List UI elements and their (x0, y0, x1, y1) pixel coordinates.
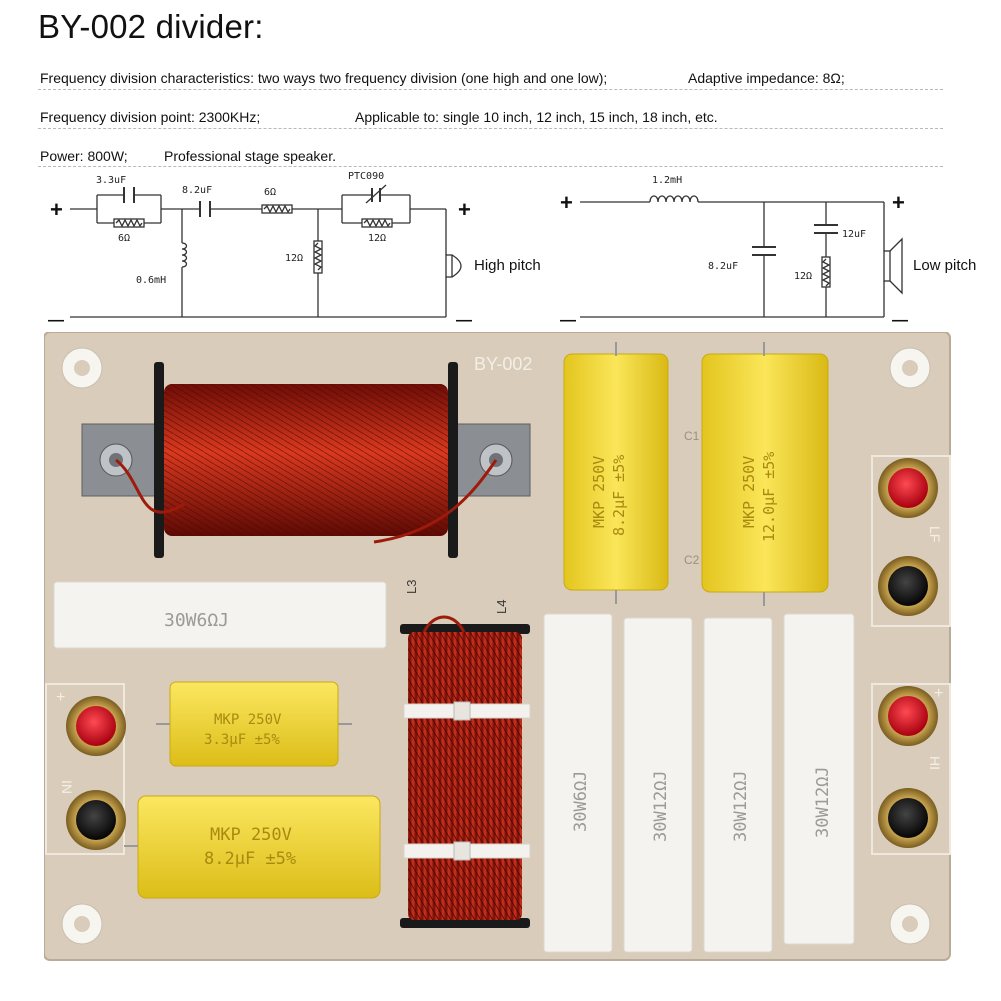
spec-applicable: Applicable to: single 10 inch, 12 inch, … (355, 109, 718, 125)
res-v1-label: 30W6ΩJ (571, 771, 591, 832)
term-lf-label: LF (927, 526, 943, 542)
divider-line (38, 166, 943, 167)
hc-ptc-label: PTC090 (348, 171, 384, 182)
mount-hole (889, 903, 931, 945)
res-top-label: 30W6ΩJ (164, 610, 229, 631)
hc-r3-label: 12Ω (285, 253, 303, 264)
spec-frequency-characteristics: Frequency division characteristics: two … (40, 70, 608, 86)
mount-hole (61, 903, 103, 945)
cap-y2-value: 12.0μF ±5% (760, 452, 778, 542)
input-terminals: IN + (45, 683, 126, 855)
lc-minus-right: — (892, 312, 908, 329)
resistor-30w12-vertical: 30W12ΩJ (783, 613, 855, 945)
low-pitch-label: Low pitch (913, 257, 976, 274)
cap-small-rating: MKP 250V (214, 712, 282, 728)
resistor-30w6-vertical: 30W6ΩJ (543, 613, 613, 953)
lc-r1-label: 12Ω (794, 271, 812, 282)
hc-plus-right: + (458, 197, 471, 222)
cap-y2-rating: MKP 250V (740, 456, 758, 528)
res-v4-label: 30W12ΩJ (813, 766, 833, 838)
resistor-30w12-vertical: 30W12ΩJ (703, 617, 773, 953)
spec-usage: Professional stage speaker. (164, 148, 336, 164)
crossover-board: BY-002 C1 C2 MKP 250V 8.2μF ±5% (43, 331, 951, 961)
silk-c2: C2 (684, 553, 700, 567)
lc-c1-label: 8.2uF (708, 261, 738, 272)
mount-hole (61, 347, 103, 389)
lf-terminal-positive[interactable] (878, 458, 938, 518)
divider-line (38, 128, 943, 129)
air-coil-inductor (81, 362, 531, 558)
vertical-coil-inductor: L3 L4 (400, 580, 531, 928)
high-pitch-label: High pitch (474, 257, 541, 274)
resistor-30w12-vertical: 30W12ΩJ (623, 617, 693, 953)
capacitor-8-2uf-vertical: MKP 250V 8.2μF ±5% (563, 342, 669, 604)
hc-l1-label: 0.6mH (136, 275, 166, 286)
cap-y1-rating: MKP 250V (590, 456, 608, 528)
high-frequency-terminals: HI + (871, 683, 951, 855)
lc-c2-label: 12uF (842, 229, 866, 240)
low-frequency-terminals: LF (871, 455, 951, 627)
term-hf-label: HI (927, 756, 943, 770)
schematic-drawing: 3.3uF 6Ω 8.2uF 6Ω 0.6mH 12Ω PTC090 12Ω 1… (48, 171, 976, 329)
term-in-plus: + (56, 689, 65, 706)
lc-plus-left: + (560, 190, 573, 215)
silk-c1: C1 (684, 429, 700, 443)
mount-hole (889, 347, 931, 389)
hc-c2-label: 8.2uF (182, 185, 212, 196)
cap-big-value: 8.2μF ±5% (204, 849, 296, 869)
board-model-label: BY-002 (474, 354, 532, 374)
spec-power: Power: 800W; (40, 148, 128, 164)
hf-terminal-positive[interactable] (878, 686, 938, 746)
input-terminal-positive[interactable] (66, 696, 126, 756)
term-hf-plus: + (934, 685, 943, 702)
crossover-board-photo: BY-002 C1 C2 MKP 250V 8.2μF ±5% (43, 331, 954, 969)
resistor-30w6-horizontal: 30W6ΩJ (53, 581, 387, 649)
capacitor-3-3uf: MKP 250V 3.3μF ±5% (156, 681, 352, 767)
res-v2-label: 30W12ΩJ (651, 770, 671, 842)
page-title: BY-002 divider: (38, 8, 264, 45)
lc-minus-left: — (560, 312, 576, 329)
hc-r2-label: 6Ω (264, 187, 276, 198)
capacitor-8-2uf-horizontal: MKP 250V 8.2μF ±5% (124, 795, 381, 899)
lf-terminal-negative[interactable] (878, 556, 938, 616)
hf-terminal-negative[interactable] (878, 788, 938, 848)
lc-l1-label: 1.2mH (652, 175, 682, 186)
hc-r4-label: 12Ω (368, 233, 386, 244)
term-in-label: IN (59, 780, 75, 794)
hc-minus-right: — (456, 312, 472, 329)
hc-plus-left: + (50, 197, 63, 222)
input-terminal-negative[interactable] (66, 790, 126, 850)
lc-plus-right: + (892, 190, 905, 215)
cap-big-rating: MKP 250V (210, 825, 292, 845)
coil-l3-label: L3 (404, 580, 419, 594)
res-v3-label: 30W12ΩJ (731, 770, 751, 842)
hc-c1-label: 3.3uF (96, 175, 126, 186)
spec-division-point: Frequency division point: 2300KHz; (40, 109, 261, 125)
coil-l4-label: L4 (494, 600, 509, 614)
schematics: 3.3uF 6Ω 8.2uF 6Ω 0.6mH 12Ω PTC090 12Ω 1… (0, 165, 1001, 335)
spec-impedance: Adaptive impedance: 8Ω; (688, 70, 845, 86)
hc-r1-label: 6Ω (118, 233, 130, 244)
cap-y1-value: 8.2μF ±5% (610, 455, 628, 536)
cap-small-value: 3.3μF ±5% (204, 732, 280, 748)
divider-line (38, 89, 943, 90)
capacitor-12uf-vertical: MKP 250V 12.0μF ±5% (701, 342, 829, 606)
hc-minus-left: — (48, 312, 64, 329)
